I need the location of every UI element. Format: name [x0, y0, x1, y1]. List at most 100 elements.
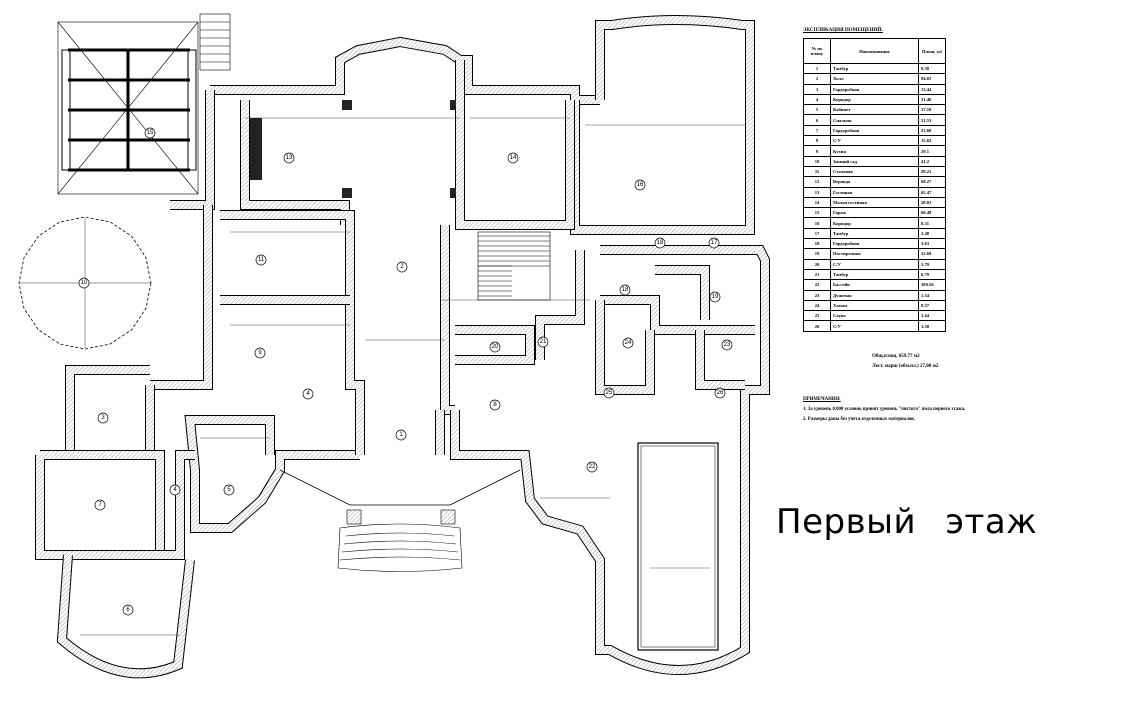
room-number: 19 [712, 294, 719, 300]
row-name: Сауна [830, 310, 919, 322]
row-area: 31.53 [918, 114, 946, 126]
row-number: 7 [803, 124, 831, 137]
row-area: 41.2 [918, 155, 946, 167]
room-number: 18 [622, 287, 629, 293]
row-area: 2.48 [918, 227, 946, 240]
explication-title: ЭКСПЛИКАЦИЯ ПОМЕЩЕНИЙ: [803, 28, 883, 33]
wall-outline [68, 450, 195, 560]
row-area: 8.31 [918, 217, 946, 229]
row-area: 17.18 [918, 104, 946, 116]
row-area: 8.57 [918, 299, 946, 312]
room-marker: 5 [223, 484, 235, 496]
row-name: Столовая [830, 165, 919, 178]
row-name: Гардеробная [830, 238, 919, 250]
room-number: 10 [81, 280, 88, 286]
row-name: Бассейн [830, 279, 919, 291]
room-explication: ЭКСПЛИКАЦИЯ ПОМЕЩЕНИЙ: № по плану Наимен… [803, 28, 946, 332]
wall-hatch [68, 451, 195, 559]
col-number: № по плану [803, 38, 831, 64]
row-number: 23 [803, 289, 831, 301]
row-number: 15 [803, 207, 831, 219]
room-marker-circle [654, 237, 666, 249]
row-name: Гостиная [830, 186, 919, 198]
wall-outline [600, 295, 755, 335]
room-marker: 13 [283, 152, 295, 164]
wall-hatch [456, 60, 574, 229]
row-number: 4 [803, 93, 831, 106]
row-name: Гараж [830, 207, 919, 219]
room-number: 25 [606, 390, 613, 396]
room-number: 14 [510, 155, 517, 161]
row-number: 25 [803, 310, 831, 322]
room-marker: 4 [302, 388, 314, 400]
row-number: 20 [803, 258, 831, 270]
row-number: 19 [803, 248, 831, 260]
room-number: 5 [227, 487, 231, 493]
room-marker-circle [586, 461, 598, 473]
row-number: 18 [803, 238, 831, 250]
room-marker: 21 [537, 336, 549, 348]
row-area: 28.01 [918, 196, 946, 209]
wall-hatch [696, 330, 745, 389]
stair-area: Лест. марш (обм.пл.) 27,00 м2 [872, 364, 939, 369]
room-number: 22 [589, 464, 596, 470]
row-area: 169.56 [918, 279, 946, 291]
row-area: 13.44 [918, 83, 946, 95]
wall-hatch [220, 211, 364, 410]
row-number: 9 [803, 145, 831, 157]
row-name: Холл [830, 73, 919, 85]
room-number: 26 [717, 390, 724, 396]
wall-hatch [66, 366, 154, 459]
row-area: 15.62 [918, 135, 946, 147]
note-2: 2. Размеры даны без учета отделочных мат… [803, 417, 915, 422]
room-number: 18 [657, 240, 664, 246]
room-number: 15 [147, 130, 154, 136]
room-marker-circle [708, 237, 720, 249]
wall-outline [695, 330, 745, 390]
row-number: 1 [803, 62, 831, 75]
row-area: 68.27 [918, 176, 946, 188]
room-marker: 17 [708, 237, 720, 249]
room-marker-circle [122, 604, 134, 616]
room-marker-circle [255, 254, 267, 266]
room-number: 11 [258, 257, 265, 263]
wall-outline [220, 210, 365, 410]
row-name: С/У [830, 320, 919, 332]
wall-hatch [150, 205, 212, 389]
wall-hatch [185, 416, 360, 532]
room-marker-circle [537, 336, 549, 348]
row-name: Коридор [830, 217, 919, 229]
room-marker-circle [223, 484, 235, 496]
wall-outline [65, 365, 155, 460]
row-name: Душевая [830, 289, 919, 301]
wall-outline [170, 90, 215, 210]
wall-hatch [210, 37, 600, 104]
room-number: 9 [258, 350, 262, 356]
room-marker-circle [97, 412, 109, 424]
row-name: С/У [830, 258, 919, 270]
wall-hatch [451, 246, 769, 674]
row-name: Зимний сад [830, 155, 919, 167]
row-name: Малая гостиная [830, 196, 919, 209]
row-area: 12.69 [918, 248, 946, 260]
row-number: 2 [803, 73, 831, 85]
row-area: 3.63 [918, 238, 946, 250]
wall-outline [455, 60, 575, 230]
room-marker-circle [254, 347, 266, 359]
room-marker: 23 [721, 339, 733, 351]
wall-outline [150, 205, 213, 390]
